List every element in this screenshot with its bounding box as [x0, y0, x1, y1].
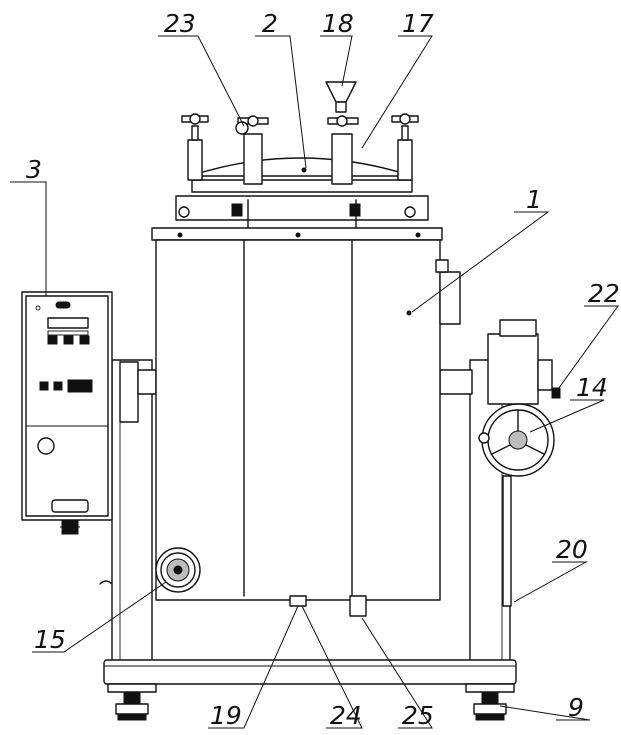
tilt-mechanism — [478, 319, 561, 607]
callout-1: 1 — [526, 185, 542, 214]
callout-25: 25 — [402, 701, 434, 730]
lid-clamps — [181, 81, 419, 185]
callout-2: 2 — [262, 9, 278, 38]
control-panel — [21, 291, 113, 535]
lid — [175, 157, 429, 229]
callout-18: 18 — [322, 9, 354, 38]
kettle-body — [151, 227, 461, 617]
callout-24: 24 — [330, 701, 362, 730]
leader-lines — [10, 35, 619, 729]
callout-9: 9 — [568, 693, 584, 722]
callout-19: 19 — [210, 701, 242, 730]
callout-14: 14 — [576, 373, 608, 402]
drain-valve — [155, 547, 201, 593]
callout-20: 20 — [556, 535, 588, 564]
callout-15: 15 — [34, 625, 66, 654]
callout-labels: 23 2 18 17 3 1 22 14 20 15 19 24 25 9 — [26, 9, 620, 730]
callout-3: 3 — [26, 155, 42, 184]
callout-17: 17 — [402, 9, 434, 38]
callout-23: 23 — [164, 9, 196, 38]
callout-22: 22 — [588, 279, 620, 308]
